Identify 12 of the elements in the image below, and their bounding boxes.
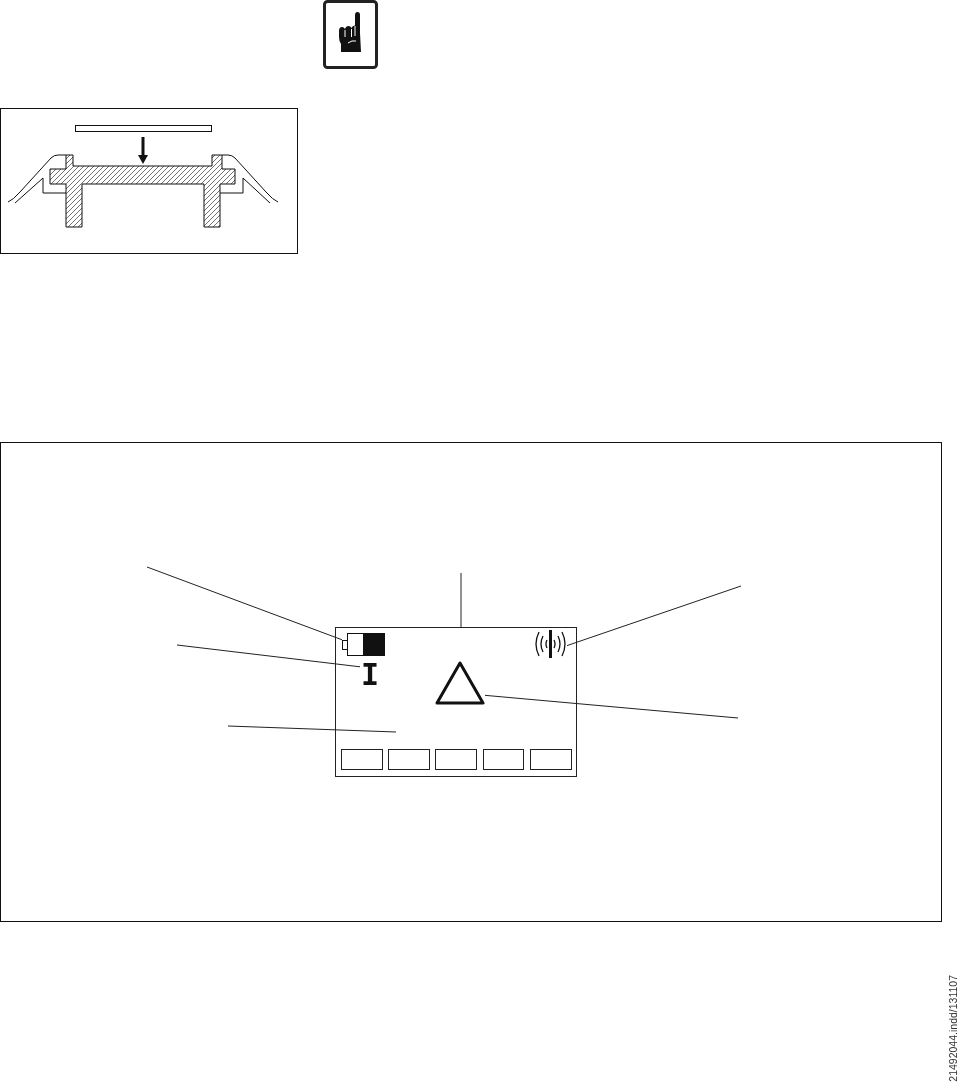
warning-triangle (435, 661, 485, 705)
leader-line (484, 694, 739, 719)
display-character: I (360, 660, 380, 690)
leader-line (227, 725, 397, 733)
leader-line (176, 644, 361, 668)
signal-wave-icon (534, 630, 567, 658)
display-screen (335, 627, 577, 777)
leader-line (146, 566, 343, 641)
battery-icon (342, 633, 385, 656)
leader-line (460, 572, 462, 628)
file-reference: 21492044.indd/131107 (947, 975, 960, 1082)
leader-line (566, 585, 742, 647)
